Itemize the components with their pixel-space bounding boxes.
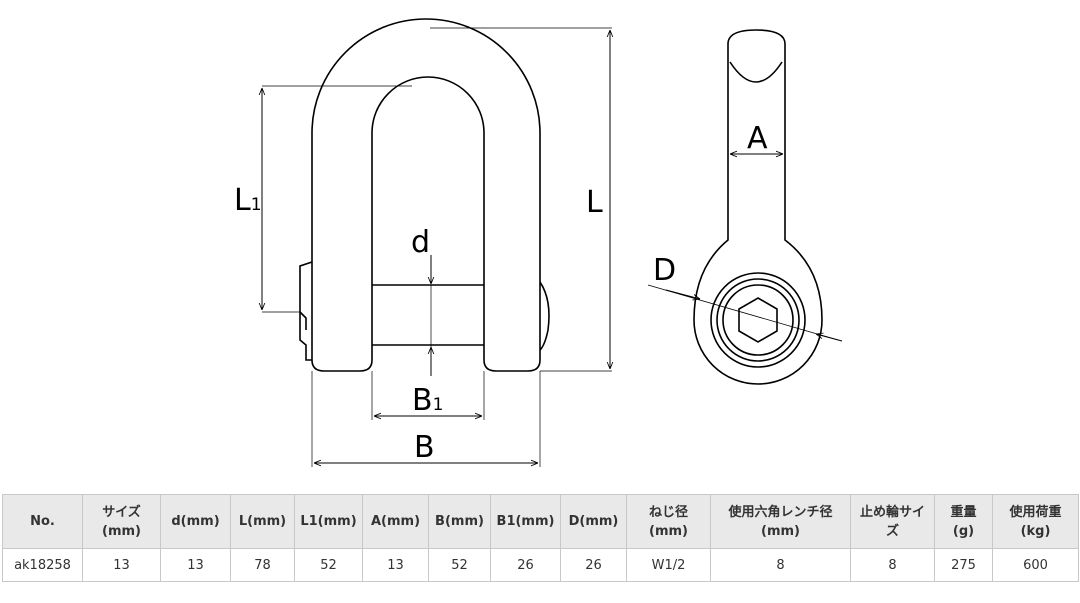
cell-a: 13 (362, 548, 429, 582)
cell-load: 600 (992, 548, 1079, 582)
dimension-lines (262, 27, 843, 467)
spec-table: No. サイズ (mm) d(mm) L(mm) L1(mm) A(mm) B(… (2, 494, 1079, 582)
header-no: No. (2, 494, 83, 549)
header-b1: B1(mm) (490, 494, 561, 549)
cell-l: 78 (230, 548, 295, 582)
label-d-eye: D (653, 253, 676, 288)
label-a: A (747, 121, 768, 156)
header-retaining-ring: 止め輪サイ ズ (850, 494, 935, 549)
header-hex-wrench: 使用六角レンチ径 (mm) (710, 494, 851, 549)
cell-d: 13 (160, 548, 231, 582)
cell-l1: 52 (294, 548, 363, 582)
header-size: サイズ (mm) (82, 494, 161, 549)
cell-thread: W1/2 (626, 548, 711, 582)
label-b: B (414, 430, 435, 465)
label-b1: B1 (412, 383, 443, 418)
cell-d-eye: 26 (560, 548, 627, 582)
header-weight: 重量 (g) (934, 494, 993, 549)
label-l1: L1 (234, 183, 262, 218)
shackle-technical-drawing: L1 L d B1 B A D (234, 18, 843, 467)
shackle-front-view (299, 18, 550, 372)
header-a: A(mm) (362, 494, 429, 549)
header-d-eye: D(mm) (560, 494, 627, 549)
cell-retaining-ring: 8 (850, 548, 935, 582)
header-l1: L1(mm) (294, 494, 363, 549)
shackle-side-view (693, 29, 823, 385)
table-header-row: No. サイズ (mm) d(mm) L(mm) L1(mm) A(mm) B(… (2, 494, 1079, 549)
header-l: L(mm) (230, 494, 295, 549)
table-row: ak18258 13 13 78 52 13 52 26 26 W1/2 8 8… (2, 548, 1079, 582)
cell-size: 13 (82, 548, 161, 582)
cell-no: ak18258 (2, 548, 83, 582)
label-d-pin: d (411, 225, 430, 260)
header-thread: ねじ径 (mm) (626, 494, 711, 549)
header-d: d(mm) (160, 494, 231, 549)
cell-weight: 275 (934, 548, 993, 582)
cell-hex-wrench: 8 (710, 548, 851, 582)
header-load: 使用荷重 (kg) (992, 494, 1079, 549)
header-b: B(mm) (428, 494, 491, 549)
cell-b1: 26 (490, 548, 561, 582)
cell-b: 52 (428, 548, 491, 582)
label-l: L (586, 185, 603, 220)
